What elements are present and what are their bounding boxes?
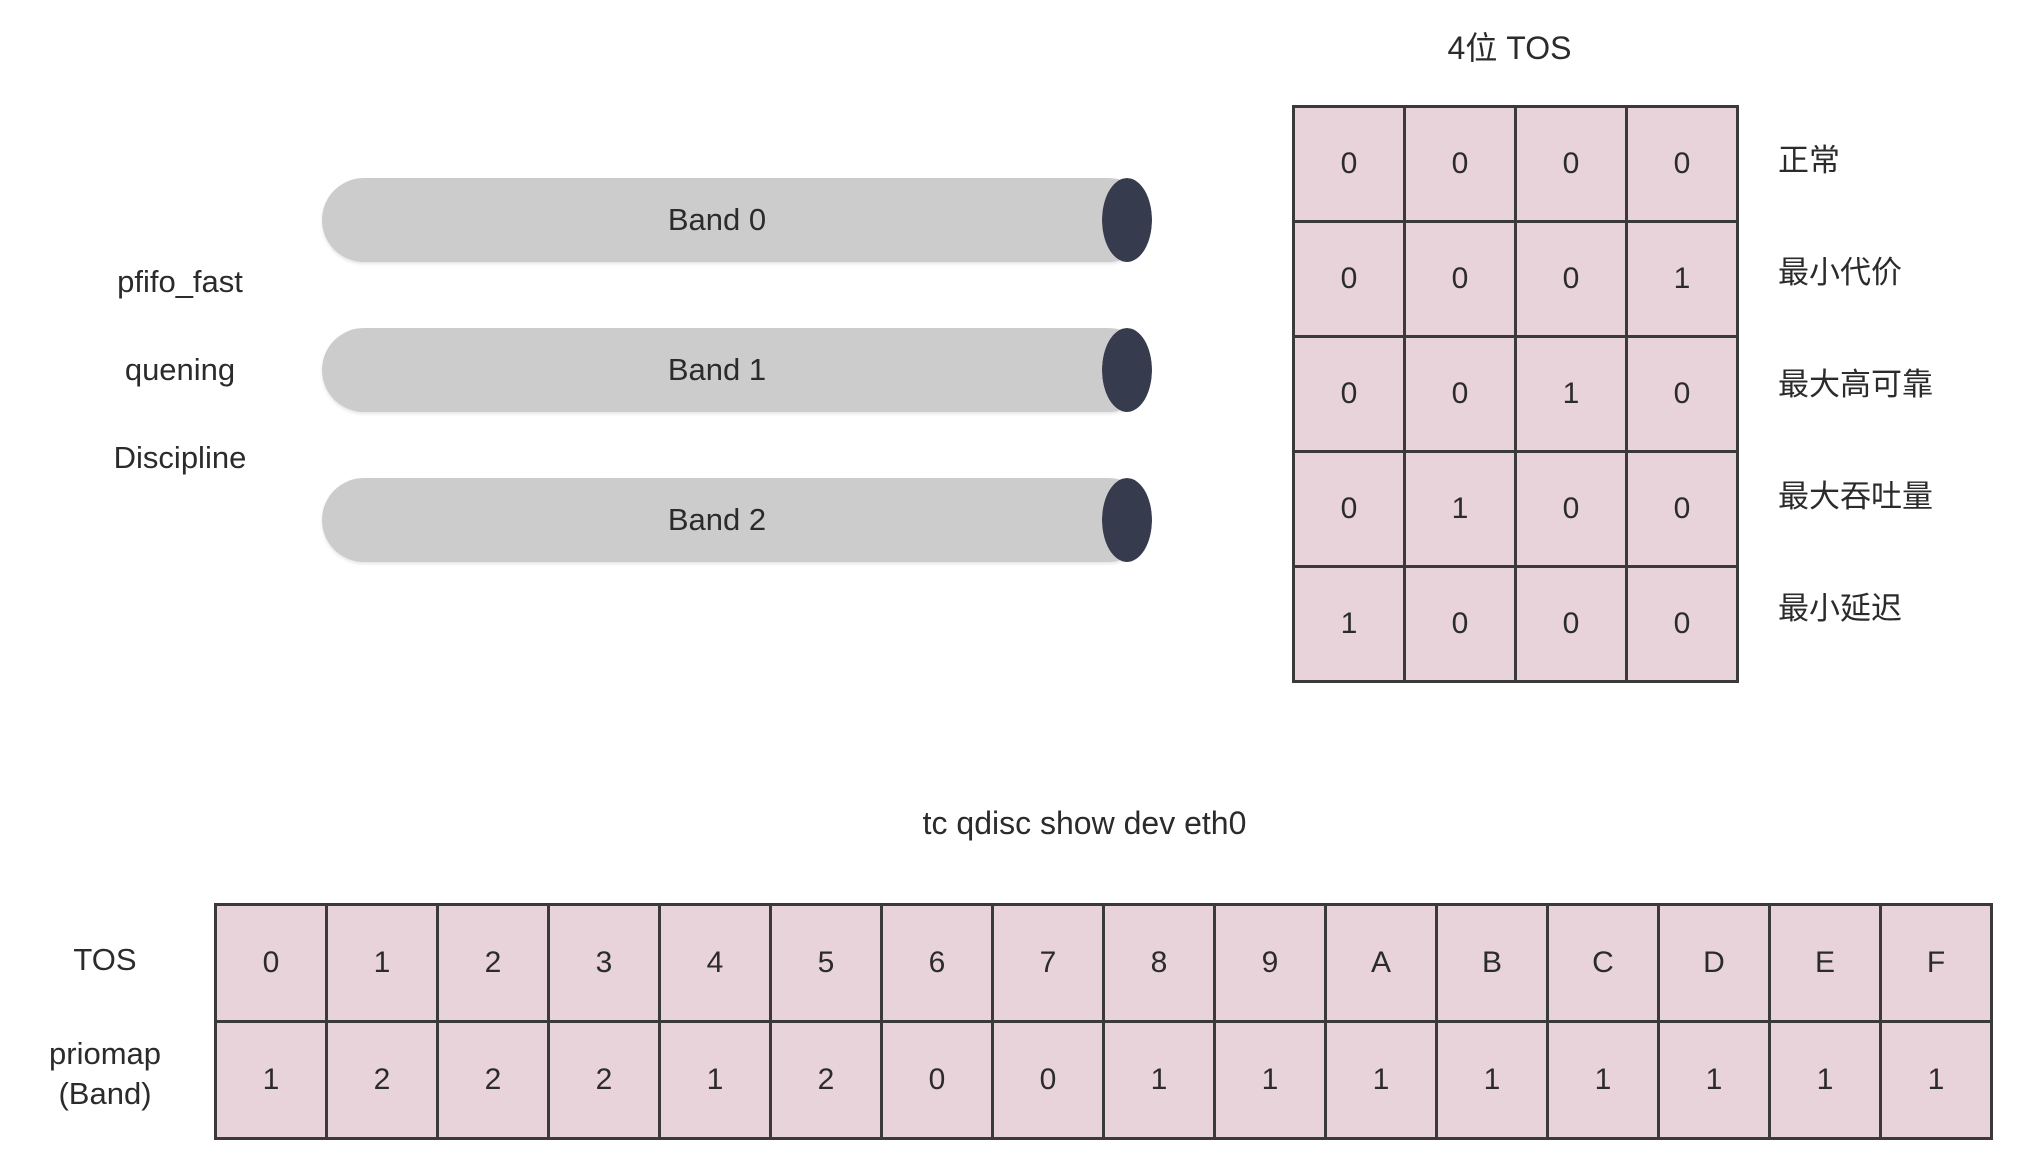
priomap-tos-cell: C [1546,903,1660,1023]
tos-bit-cell: 0 [1514,220,1628,338]
priomap-band-cell: 2 [325,1020,439,1140]
band-label-2: Band 2 [667,502,767,537]
tos-bit-cell: 0 [1625,335,1739,453]
priomap-tos-cell: B [1435,903,1549,1023]
tos-bit-cell: 0 [1292,450,1406,568]
tos-bit-cell: 0 [1403,105,1517,223]
tos-bit-cell: 0 [1625,105,1739,223]
priomap-tos-cell: F [1879,903,1993,1023]
tos-bit-cell: 0 [1514,565,1628,683]
priomap-tos-cell: 0 [214,903,328,1023]
tos-bit-cell: 0 [1403,565,1517,683]
tos-bit-cell: 0 [1514,105,1628,223]
priomap-tos-cell: E [1768,903,1882,1023]
band-end-cap-icon-1 [1102,328,1152,412]
priomap-band-cell: 1 [1546,1020,1660,1140]
priomap-band-cell: 0 [991,1020,1105,1140]
priomap-row-label-band-line2: (Band) [58,1076,152,1111]
priomap-band-cell: 1 [214,1020,328,1140]
priomap-tos-cell: 1 [325,903,439,1023]
tos-table-title: 4位 TOS [1447,30,1572,66]
priomap-band-cell: 1 [1435,1020,1549,1140]
tos-bit-cell: 0 [1625,565,1739,683]
priomap-title: tc qdisc show dev eth0 [922,805,1247,841]
tos-bit-cell: 1 [1292,565,1406,683]
priomap-tos-cell: 7 [991,903,1105,1023]
tos-meaning-label: 最大吞吐量 [1778,479,1933,514]
tos-bit-cell: 1 [1625,220,1739,338]
band-pipe-1: Band 1 [322,328,1160,412]
tos-bit-cell: 0 [1292,335,1406,453]
priomap-band-cell: 1 [1102,1020,1216,1140]
priomap-band-cell: 1 [1324,1020,1438,1140]
qdisc-label-line-2: quening [124,352,236,387]
priomap-tos-cell: A [1324,903,1438,1023]
tos-bit-cell: 0 [1403,220,1517,338]
band-pipe-2: Band 2 [322,478,1160,562]
priomap-tos-cell: D [1657,903,1771,1023]
band-end-cap-icon-2 [1102,478,1152,562]
priomap-row-label-band: priomap (Band) [10,1017,200,1131]
tos-bit-cell: 0 [1292,220,1406,338]
tos-meaning-label: 正常 [1778,143,1840,178]
priomap-band-cell: 1 [658,1020,772,1140]
band-pipe-0: Band 0 [322,178,1160,262]
priomap-band-cell: 2 [436,1020,550,1140]
band-body-0 [322,178,1150,262]
priomap-tos-cell: 6 [880,903,994,1023]
tos-meaning-label: 最小延迟 [1778,591,1902,626]
band-body-2 [322,478,1150,562]
band-label-0: Band 0 [667,202,767,237]
tos-bit-cell: 0 [1625,450,1739,568]
band-end-cap-icon-0 [1102,178,1152,262]
priomap-band-cell: 1 [1879,1020,1993,1140]
tos-bit-cell: 0 [1514,450,1628,568]
priomap-band-cell: 1 [1768,1020,1882,1140]
priomap-tos-cell: 9 [1213,903,1327,1023]
tos-meaning-label: 最小代价 [1778,255,1902,290]
priomap-band-cell: 1 [1657,1020,1771,1140]
tos-bit-cell: 1 [1514,335,1628,453]
qdisc-label-group: pfifo_fast quening Discipline [50,238,310,502]
priomap-tos-cell: 2 [436,903,550,1023]
priomap-band-cell: 0 [880,1020,994,1140]
priomap-row-label-band-line1: priomap [49,1036,161,1071]
priomap-band-cell: 2 [769,1020,883,1140]
qdisc-label-line-3: Discipline [113,440,247,475]
priomap-row-labels: TOS priomap (Band) [10,903,200,1131]
tos-bit-cell: 0 [1403,335,1517,453]
priomap-tos-cell: 3 [547,903,661,1023]
band-label-1: Band 1 [667,352,767,387]
band-body-1 [322,328,1150,412]
tos-meaning-column: 正常最小代价最大高可靠最大吞吐量最小延迟 [1778,105,2028,665]
priomap-band-cell: 2 [547,1020,661,1140]
tos-meaning-label: 最大高可靠 [1778,367,1933,402]
qdisc-label-line-1: pfifo_fast [117,264,243,299]
priomap-band-cell: 1 [1213,1020,1327,1140]
priomap-row-label-band-lines: priomap (Band) [49,1034,161,1114]
priomap-tos-cell: 8 [1102,903,1216,1023]
tos-bit-cell: 0 [1292,105,1406,223]
priomap-row-label-tos: TOS [73,942,137,977]
priomap-tos-cell: 4 [658,903,772,1023]
priomap-tos-cell: 5 [769,903,883,1023]
tos-bit-cell: 1 [1403,450,1517,568]
